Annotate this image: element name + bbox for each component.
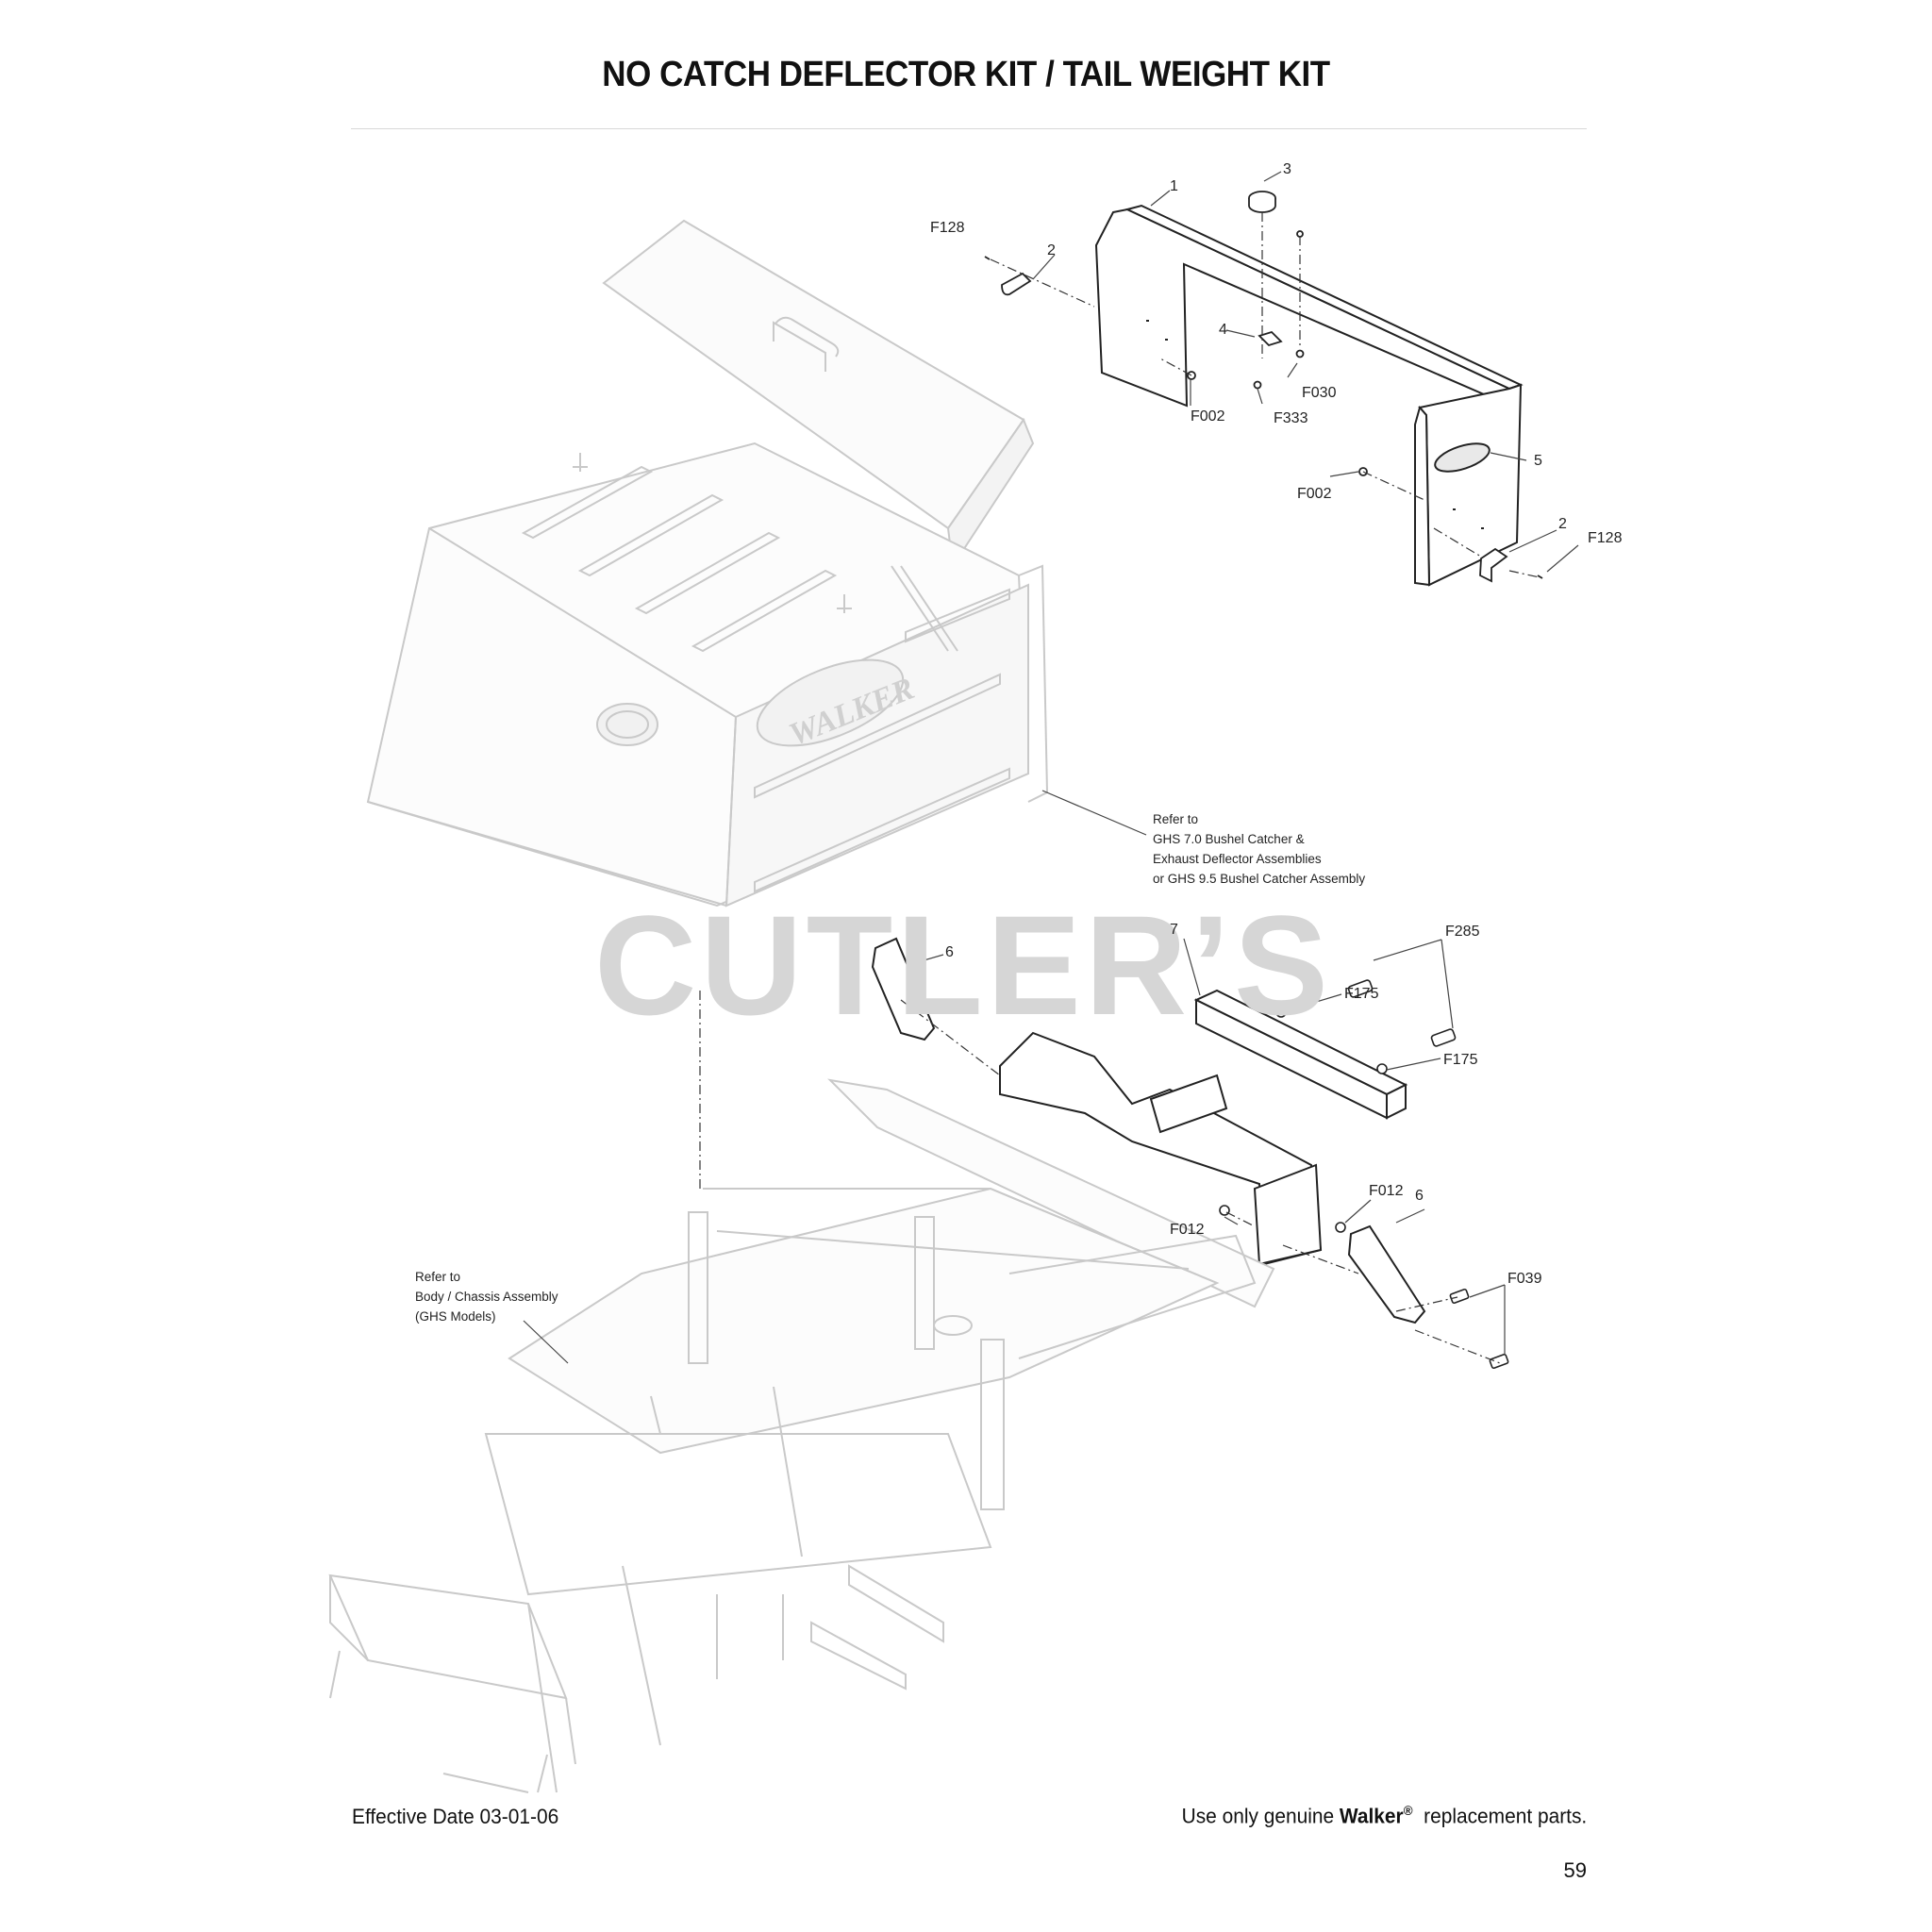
note-leaders — [523, 790, 1147, 1364]
tail-weight-assembly-lines — [699, 991, 1501, 1364]
callout-f012-left: F012 — [1170, 1222, 1205, 1238]
callout-f002-top: F002 — [1191, 408, 1225, 425]
note-chassis-line-3: (GHS Models) — [415, 1309, 496, 1324]
callout-labels: 1 2 2 3 4 5 6 6 7 F128 F128 F002 F002 F0… — [930, 161, 1623, 1287]
callout-7: 7 — [1170, 922, 1178, 938]
note-catcher-line-3: Exhaust Deflector Assemblies — [1153, 852, 1322, 866]
watermark: CUTLER’S — [594, 886, 1332, 1044]
chassis-frame — [328, 1078, 1275, 1793]
callout-2-top: 2 — [1047, 242, 1056, 258]
callout-f002-bottom: F002 — [1297, 486, 1332, 502]
genuine-parts-prefix: Use only genuine — [1181, 1804, 1340, 1828]
note-catcher-line-1: Refer to — [1153, 812, 1198, 826]
note-catcher-reference: Refer to GHS 7.0 Bushel Catcher & Exhaus… — [1153, 812, 1365, 886]
callout-5: 5 — [1534, 453, 1542, 469]
callout-6-right: 6 — [1415, 1188, 1424, 1204]
genuine-parts-suffix: replacement parts. — [1423, 1804, 1587, 1828]
callout-f128-top: F128 — [930, 220, 965, 236]
callout-leaders — [907, 171, 1579, 1354]
callout-f012-right: F012 — [1369, 1183, 1404, 1199]
note-catcher-line-2: GHS 7.0 Bushel Catcher & — [1153, 832, 1305, 846]
callout-f039: F039 — [1507, 1271, 1542, 1287]
tail-weight-kit — [871, 937, 1426, 1324]
deflector-assembly-lines — [990, 212, 1541, 578]
callout-f128-right: F128 — [1588, 530, 1623, 546]
note-chassis-line-1: Refer to — [415, 1270, 460, 1284]
grass-catcher-body — [366, 219, 1049, 908]
callout-f175-bottom: F175 — [1443, 1052, 1478, 1068]
callout-f030: F030 — [1302, 385, 1337, 401]
note-chassis-line-2: Body / Chassis Assembly — [415, 1290, 558, 1304]
page-title: NO CATCH DEFLECTOR KIT / TAIL WEIGHT KIT — [602, 55, 1330, 94]
callout-1: 1 — [1170, 178, 1178, 194]
callout-4: 4 — [1219, 322, 1227, 338]
registered-mark: ® — [1403, 1803, 1413, 1818]
no-catch-deflector — [1094, 204, 1524, 587]
callout-f333: F333 — [1274, 410, 1308, 426]
effective-date: Effective Date 03-01-06 — [352, 1805, 559, 1828]
note-chassis-reference: Refer to Body / Chassis Assembly (GHS Mo… — [415, 1270, 558, 1324]
page-number: 59 — [1563, 1858, 1587, 1882]
note-catcher-line-4: or GHS 9.5 Bushel Catcher Assembly — [1153, 872, 1365, 886]
callout-6-left: 6 — [945, 944, 954, 960]
deflector-hardware — [984, 191, 1543, 583]
callout-f285: F285 — [1445, 924, 1480, 940]
genuine-parts-brand: Walker — [1339, 1804, 1404, 1828]
tail-weight-hardware — [1219, 979, 1509, 1370]
callout-f175-top: F175 — [1344, 986, 1379, 1002]
title-divider — [351, 128, 1587, 129]
genuine-parts-note: Use only genuine Walker® replacement par… — [1181, 1803, 1587, 1828]
callout-3: 3 — [1283, 161, 1291, 177]
callout-2-right: 2 — [1558, 516, 1567, 532]
